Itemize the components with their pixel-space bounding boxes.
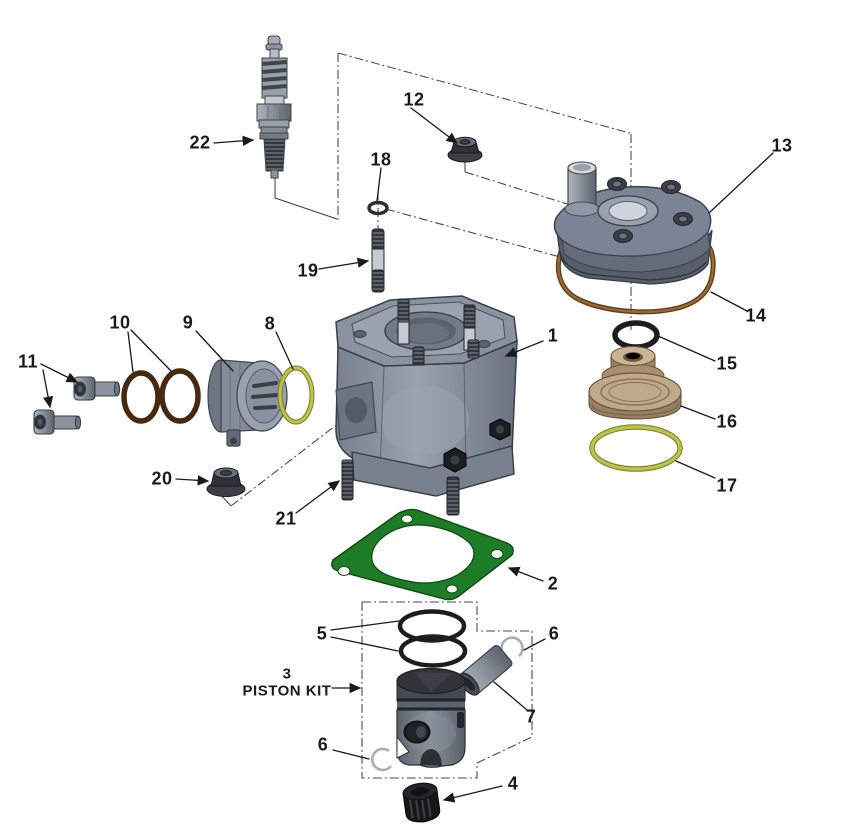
bolt-11-upper [73,376,121,401]
callout-3: 3 [282,665,292,683]
leader-7 [493,681,528,711]
leader-11a [40,363,79,383]
callout-9: 9 [182,312,194,333]
leader-6a [523,638,546,651]
leader-5a [330,620,400,631]
leader-22 [213,135,255,146]
callout-5: 5 [316,623,328,644]
power-valve [207,359,288,447]
callout-8: 8 [264,313,276,334]
flange-nut-12 [447,136,483,163]
head-ring-nuts [607,177,693,243]
callout-11: 11 [17,351,39,372]
leader-9 [195,330,234,372]
callout-16: 16 [716,411,738,432]
leader-21 [295,480,341,514]
cylinder-base-flange [351,445,515,497]
phantom-diagonal-top [337,52,634,135]
circlip-left [370,747,393,772]
cylinder [335,295,518,516]
callout-4: 4 [507,773,519,794]
piston-kit-boundary [361,601,533,779]
callout-10: 10 [109,312,131,333]
callout-19: 19 [297,260,319,281]
washer-18 [367,200,389,216]
oring-brown-10b [159,368,201,424]
leader-18 [376,167,382,202]
leader-20 [175,475,210,486]
leader-11b [42,369,54,409]
cylinder-hex-bolts [443,418,511,473]
callout-22: 22 [189,132,211,153]
leader-4 [442,785,503,803]
stud-19 [371,228,385,293]
callout-6-right: 6 [548,623,560,644]
leader-17 [675,460,716,479]
callout-1: 1 [547,325,559,346]
leader-10b [130,329,173,373]
callout-2: 2 [547,573,559,594]
base-gasket [331,508,514,601]
callout-15: 15 [716,353,738,374]
leader-15 [657,335,716,362]
piston-ring-top [397,609,467,643]
leader-8 [275,331,294,370]
flange-nut-20 [206,467,246,497]
callout-14: 14 [745,305,767,326]
leader-16 [680,405,716,420]
leader-1 [504,340,544,357]
leader-14 [710,291,748,312]
callout-7: 7 [525,706,537,727]
spark-plug [256,35,292,179]
callout-17: 17 [716,475,738,496]
callout-6-left: 6 [317,734,329,755]
oring-black-15 [612,320,660,350]
phantom-washer-line [385,208,601,269]
oring-olive-17 [590,425,682,471]
cylinder-head [553,161,713,285]
leader-10a [127,331,134,373]
leader-5b [330,636,399,652]
cylinder-studs [341,298,480,516]
callout-20: 20 [151,468,173,489]
leader-6b [332,749,370,760]
callout-12: 12 [403,89,425,110]
head-gasket [555,239,716,315]
piston-kit-label: PISTON KIT [242,682,332,699]
callout-3-piston-kit: 3 PISTON KIT [242,665,332,700]
leader-13 [708,152,774,214]
piston-ring-bottom [398,634,468,668]
head-insert [588,345,682,420]
callout-13: 13 [771,135,793,156]
spark-plug-connector [274,177,338,220]
leader-lines [40,107,774,803]
piston [396,667,466,768]
leader-12 [410,107,459,144]
callout-18: 18 [370,149,392,170]
bolts-11 [33,376,121,435]
leader-19 [318,257,370,270]
oring-olive-8 [278,366,314,424]
callout-21: 21 [275,508,297,529]
leader-2 [507,566,544,582]
bolt-11-lower [33,409,82,435]
oring-brown-10a [121,370,161,424]
bottom-bearing [402,782,441,823]
